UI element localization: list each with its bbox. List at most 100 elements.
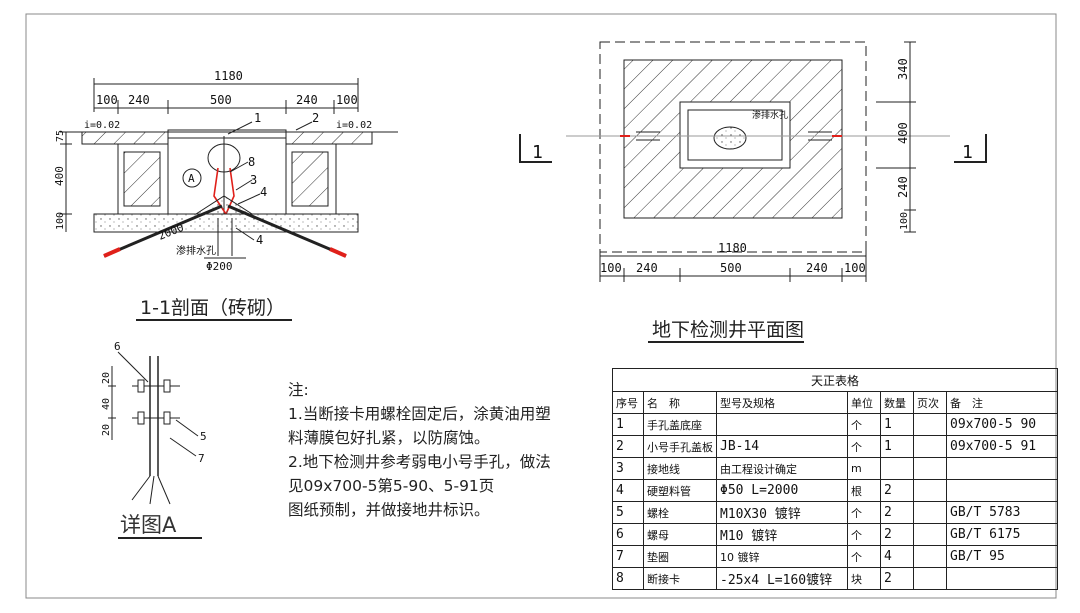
table-cell xyxy=(913,545,947,568)
plan-dim-2: 240 xyxy=(636,261,658,275)
table-cell: 2 xyxy=(880,567,914,590)
table-cell: 09x700-5 91 xyxy=(946,435,1058,458)
header-spec: 型号及规格 xyxy=(716,391,848,414)
notes-line-4: 见09x700-5第5-90、5-91页 xyxy=(288,477,495,495)
plan-dim-total: 1180 xyxy=(718,241,747,255)
table-cell: GB/T 6175 xyxy=(946,523,1058,546)
table-header-row: 序号 名 称 型号及规格 单位 数量 页次 备 注 xyxy=(612,391,1058,414)
plan-drain-hole: 渗排水孔 xyxy=(752,109,788,121)
table-cell xyxy=(913,523,947,546)
section-mark-right: 1 xyxy=(962,142,973,163)
section-labels: 1180 100 240 500 240 100 i=0.02 i=0.02 7… xyxy=(53,69,372,273)
table-cell: 硬塑料管 xyxy=(643,479,717,502)
table-cell xyxy=(946,479,1058,502)
header-remark: 备 注 xyxy=(946,391,1058,414)
header-page: 页次 xyxy=(913,391,947,414)
section-dim-5: 100 xyxy=(336,93,358,107)
table-cell: 5 xyxy=(612,501,644,524)
callout-1: 1 xyxy=(254,111,261,125)
table-cell: 个 xyxy=(847,435,881,458)
table-cell: 个 xyxy=(847,523,881,546)
table-cell: 4 xyxy=(880,545,914,568)
header-qty: 数量 xyxy=(880,391,914,414)
section-title: 1-1剖面（砖砌） xyxy=(140,297,285,319)
table-cell: 09x700-5 90 xyxy=(946,413,1058,436)
section-view xyxy=(60,78,398,321)
table-cell: GB/T 95 xyxy=(946,545,1058,568)
table-cell: 个 xyxy=(847,413,881,436)
table-cell xyxy=(913,567,947,590)
detail-a-labels: 6 5 7 20 40 20 xyxy=(101,340,207,465)
plan-title: 地下检测井平面图 xyxy=(652,319,804,341)
header-name: 名 称 xyxy=(643,391,717,414)
table-cell xyxy=(913,501,947,524)
table-cell: 6 xyxy=(612,523,644,546)
table-cell: 垫圈 xyxy=(643,545,717,568)
section-dim-4: 240 xyxy=(296,93,318,107)
section-drain-hole: 渗排水孔 xyxy=(176,244,216,257)
table-cell: 手孔盖底座 xyxy=(643,413,717,436)
table-cell: 螺母 xyxy=(643,523,717,546)
table-cell: 4 xyxy=(612,479,644,502)
slope-right: i=0.02 xyxy=(336,120,372,131)
callout-8: 8 xyxy=(248,155,255,169)
notes-line-1: 1.当断接卡用螺栓固定后，涂黄油用塑 xyxy=(288,405,551,423)
plan-dim-right-1: 340 xyxy=(896,58,910,80)
detail-a xyxy=(108,351,202,539)
notes-heading: 注: xyxy=(288,381,309,399)
header-unit: 单位 xyxy=(847,391,881,414)
table-cell xyxy=(946,567,1058,590)
table-cell: JB-14 xyxy=(716,435,848,458)
table-cell: 2 xyxy=(880,523,914,546)
detail-callout-7: 7 xyxy=(198,452,205,465)
table-cell: 2 xyxy=(880,501,914,524)
table-cell xyxy=(913,479,947,502)
table-cell xyxy=(913,435,947,458)
section-dim-1: 100 xyxy=(96,93,118,107)
sheet-border xyxy=(25,13,1057,599)
plan-dim-3: 500 xyxy=(720,261,742,275)
table-cell xyxy=(913,413,947,436)
table-cell: Φ50 L=2000 xyxy=(716,479,848,502)
detail-callout-5: 5 xyxy=(200,430,207,443)
section-dim-left-2: 400 xyxy=(53,166,66,186)
table-cell: 根 xyxy=(847,479,881,502)
pipe-diameter: Φ200 xyxy=(206,260,233,273)
slope-left: i=0.02 xyxy=(84,120,120,131)
plan-dim-right-3: 240 xyxy=(896,176,910,198)
table-cell: -25x4 L=160镀锌 xyxy=(716,567,848,590)
detail-dim-1: 20 xyxy=(101,372,112,384)
callout-4b: 4 xyxy=(256,233,263,247)
detail-a-marker xyxy=(182,168,202,188)
section-dim-total: 1180 xyxy=(214,69,243,83)
callout-3: 3 xyxy=(250,173,257,187)
plan-view xyxy=(519,41,987,343)
plan-dim-right-4: 100 xyxy=(899,212,910,230)
plan-dim-right-2: 400 xyxy=(896,122,910,144)
detail-callout-6: 6 xyxy=(114,340,121,353)
section-dim-left-1: 75 xyxy=(55,130,66,142)
table-cell xyxy=(880,457,914,480)
table-title-row: 天正表格 xyxy=(612,368,1058,392)
section-dim-left-3: 100 xyxy=(55,212,66,230)
section-dim-3: 500 xyxy=(210,93,232,107)
table-cell: 个 xyxy=(847,501,881,524)
table-cell: 螺栓 xyxy=(643,501,717,524)
section-dim-2: 240 xyxy=(128,93,150,107)
table-cell: 1 xyxy=(880,413,914,436)
plan-dim-5: 100 xyxy=(844,261,866,275)
table-cell: 由工程设计确定 xyxy=(716,457,848,480)
table-cell xyxy=(946,457,1058,480)
table-title: 天正表格 xyxy=(612,368,1058,392)
table-cell: 10 镀锌 xyxy=(716,545,848,568)
table-cell: 1 xyxy=(880,435,914,458)
table-cell: 接地线 xyxy=(643,457,717,480)
table-cell: 8 xyxy=(612,567,644,590)
header-seq: 序号 xyxy=(612,391,644,414)
